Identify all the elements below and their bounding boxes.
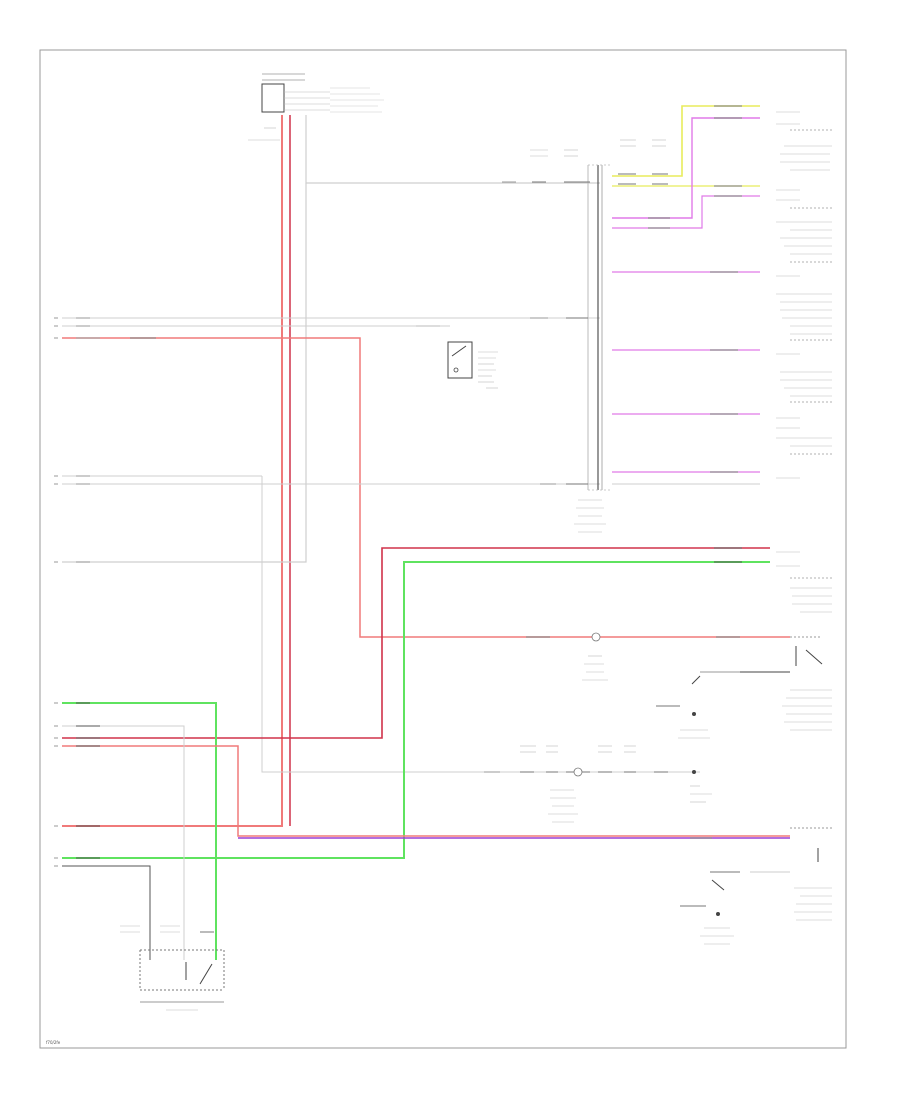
- top-fuse-connector: [248, 73, 384, 141]
- left-pin-markers: [54, 317, 58, 867]
- wire-red-left-bus: [62, 337, 790, 638]
- diagram-frame: [39, 49, 847, 1049]
- wire-green-mid: [62, 561, 770, 960]
- wire-gray-top-bus: [62, 115, 600, 563]
- right-connector: [587, 164, 612, 491]
- top-fuse-box: [261, 83, 285, 113]
- right-component-labels: [776, 111, 832, 613]
- wire-red-vertical: [62, 115, 291, 827]
- wire-gray-lower: [62, 725, 185, 960]
- center-labels: [574, 499, 608, 681]
- right-switch-upper: [656, 636, 832, 739]
- lower-connector-row: [484, 745, 712, 823]
- wire-dark-red-mid: [62, 547, 770, 739]
- wire-violet-right: [612, 117, 760, 485]
- bottom-relay: [120, 925, 225, 1011]
- wire-red-lower: [62, 745, 790, 839]
- wire-tags: [76, 105, 742, 867]
- right-switch-lower: [680, 827, 832, 945]
- footer-code: f70/2fe: [46, 1040, 61, 1045]
- pressure-switch: [447, 341, 498, 389]
- center-connector-labels: [502, 139, 668, 185]
